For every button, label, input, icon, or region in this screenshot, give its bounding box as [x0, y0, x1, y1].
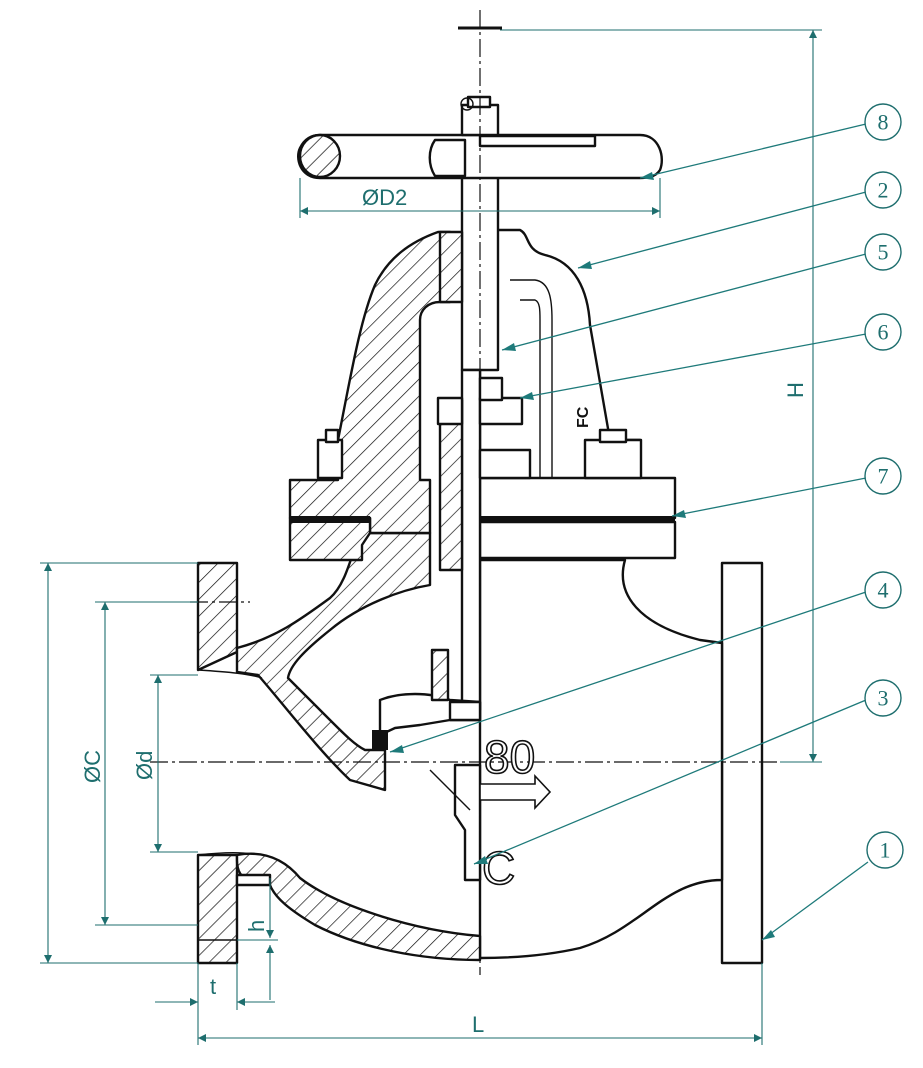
callout-7: 7: [671, 457, 902, 518]
bonnet-marking: FC: [575, 406, 592, 428]
stem-packing-section: [438, 398, 464, 572]
callout-4: 4: [389, 571, 902, 753]
body-marking: C: [482, 842, 515, 894]
flange-boss: [235, 873, 272, 887]
markings: 80 C FC: [479, 406, 592, 895]
callouts: 8 2 5 6 7 4: [389, 103, 904, 941]
bore-bottom-edge: [197, 851, 253, 856]
left-flange-lower-section: [196, 853, 239, 965]
bore-top-edge: [197, 669, 263, 679]
stem-nut-left: [436, 396, 464, 426]
bonnet-lower-collar-section: [288, 516, 372, 562]
dimension-c-label: ØC: [80, 750, 105, 783]
callout-1: 1: [761, 831, 904, 941]
gland-packing: [438, 230, 464, 304]
dimensions: ØD2 H ØC Ød h t L: [40, 29, 822, 1045]
callout-8: 8: [639, 103, 902, 180]
dimension-d-label: Ød: [132, 751, 157, 780]
gasket: [480, 516, 675, 523]
callout-4-label: 4: [878, 578, 889, 603]
callout-6-label: 6: [878, 320, 889, 345]
handwheel-hub-left: [428, 138, 467, 178]
callout-8-label: 8: [878, 110, 889, 135]
dimension-l-label: L: [472, 1012, 484, 1037]
bonnet-flange: [478, 476, 677, 520]
valve-body: [196, 531, 764, 965]
bolt-nut-right: [583, 438, 643, 480]
dimension-h-label: H: [783, 382, 808, 398]
flow-direction-arrow: [479, 773, 552, 811]
disc-holder-section: [430, 648, 450, 702]
bonnet-yoke-line: [510, 279, 553, 478]
bonnet-left-section: [288, 230, 452, 535]
body-lower-wall-section: [235, 852, 482, 962]
callout-2-label: 2: [878, 178, 889, 203]
gasket-left: [290, 516, 370, 523]
body-right-half: [478, 558, 724, 960]
dimension-t-label: t: [210, 974, 216, 999]
stem-nut-lower: [478, 448, 532, 480]
handwheel-rim-section: [298, 133, 342, 179]
bonnet-yoke-inner-line: [520, 299, 541, 478]
dimension-h-small-label: h: [244, 920, 269, 932]
size-marking: 80: [484, 731, 535, 783]
callout-2: 2: [577, 171, 902, 269]
callout-5-label: 5: [878, 240, 889, 265]
callout-3-label: 3: [878, 686, 889, 711]
body-flange: [478, 520, 677, 560]
body-upper-wall-section: [235, 531, 432, 792]
callout-1-label: 1: [880, 838, 891, 863]
handwheel-washer: [466, 95, 492, 109]
callout-3: 3: [473, 679, 902, 865]
stem-nut: [478, 396, 524, 426]
left-flange-section: [196, 561, 239, 672]
stem-lower: [460, 368, 482, 712]
flow-edge: [429, 769, 471, 811]
disc-seat-left: [372, 730, 388, 750]
dimension-d2-label: ØD2: [362, 185, 407, 210]
callout-6: 6: [519, 313, 902, 400]
bolt-stud-right: [598, 428, 628, 444]
disc-nut: [448, 700, 482, 722]
stem-collar: [478, 376, 504, 402]
callout-7-label: 7: [878, 464, 889, 489]
callout-5: 5: [501, 233, 902, 351]
handwheel-spoke: [478, 134, 597, 148]
handwheel-pin: [460, 97, 474, 111]
body-bonnet-joint: [290, 428, 677, 560]
bolt-nut-left: [316, 438, 344, 480]
bolt-stud-left: [324, 428, 340, 444]
right-flange: [720, 561, 764, 965]
stem-assembly: [372, 168, 532, 882]
